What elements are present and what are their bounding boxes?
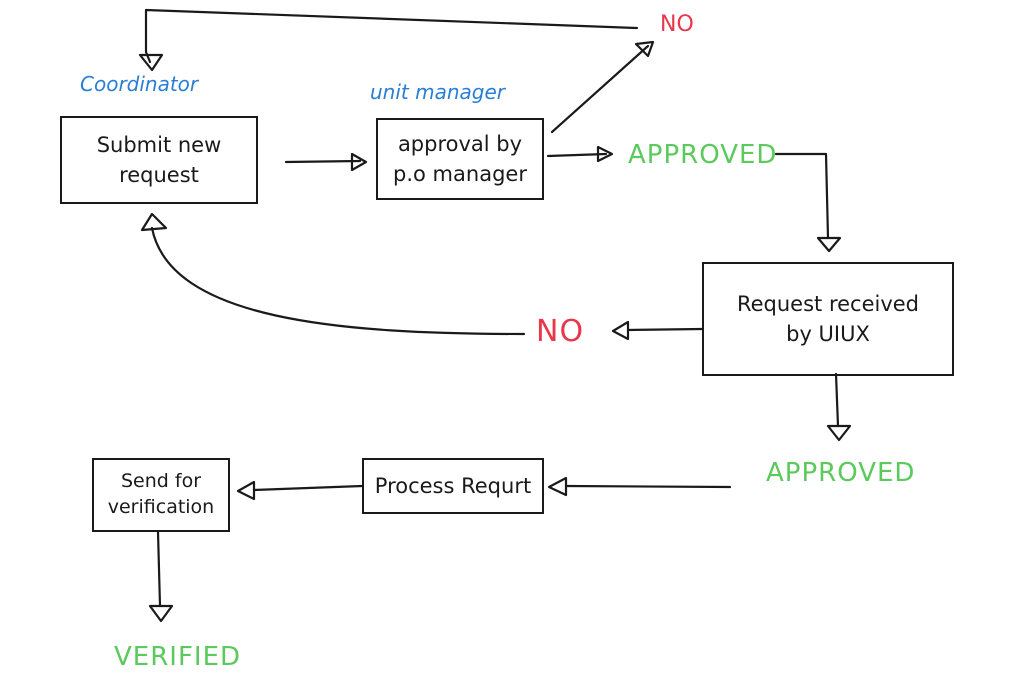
node-send-verification: Send for verification xyxy=(92,458,230,532)
arrowhead-no-top xyxy=(634,40,655,58)
node-submit-request: Submit new request xyxy=(60,116,258,204)
line-submit-to-approval xyxy=(284,159,362,164)
outcome-verified: VERIFIED xyxy=(114,642,242,672)
arrowhead-verified xyxy=(148,604,174,623)
node-approval: approval by p.o manager xyxy=(376,118,544,200)
outcome-no-middle: NO xyxy=(536,314,585,349)
node-approval-line1: approval by xyxy=(397,131,523,156)
arrowhead-approval xyxy=(350,152,368,172)
arrowhead-send xyxy=(236,480,256,501)
node-submit-request-line2: request xyxy=(119,163,199,187)
arrowhead-approved-2 xyxy=(826,424,852,442)
line-approved-to-received xyxy=(774,152,830,240)
outcome-approved-1: APPROVED xyxy=(628,140,778,170)
node-process-request: Process Requrt xyxy=(362,458,544,514)
line-approval-to-no xyxy=(550,44,650,134)
outcome-approved-2: APPROVED xyxy=(766,458,916,488)
arrowhead-no-middle xyxy=(611,320,630,341)
loop-line-no-to-coordinator xyxy=(144,8,639,64)
node-request-received-line2: by UIUX xyxy=(786,322,870,346)
line-received-to-no xyxy=(626,327,704,332)
node-send-verification-line2: verification xyxy=(107,496,215,518)
line-approved-to-process xyxy=(564,484,732,489)
arrowhead-process xyxy=(547,476,568,497)
role-coordinator: Coordinator xyxy=(80,72,199,96)
role-unit-manager: unit manager xyxy=(370,80,505,104)
line-no-to-submit xyxy=(150,226,526,336)
line-process-to-send xyxy=(252,484,364,492)
node-submit-request-line1: Submit new xyxy=(96,132,222,157)
arrowhead-submit xyxy=(140,212,168,232)
line-approval-to-approved xyxy=(546,152,608,158)
arrowhead-received xyxy=(816,236,842,253)
node-request-received: Request received by UIUX xyxy=(702,262,954,376)
node-process-request-line1: Process Requrt xyxy=(374,473,532,498)
arrowhead-approved-1 xyxy=(596,145,614,163)
arrowhead-coordinator xyxy=(138,53,164,72)
node-approval-line2: p.o manager xyxy=(393,162,527,186)
node-send-verification-line1: Send for xyxy=(120,470,202,493)
line-send-to-verified xyxy=(156,530,162,608)
line-received-to-approved xyxy=(834,372,840,428)
node-request-received-line1: Request received xyxy=(736,291,920,316)
outcome-no-top: NO xyxy=(660,12,694,37)
